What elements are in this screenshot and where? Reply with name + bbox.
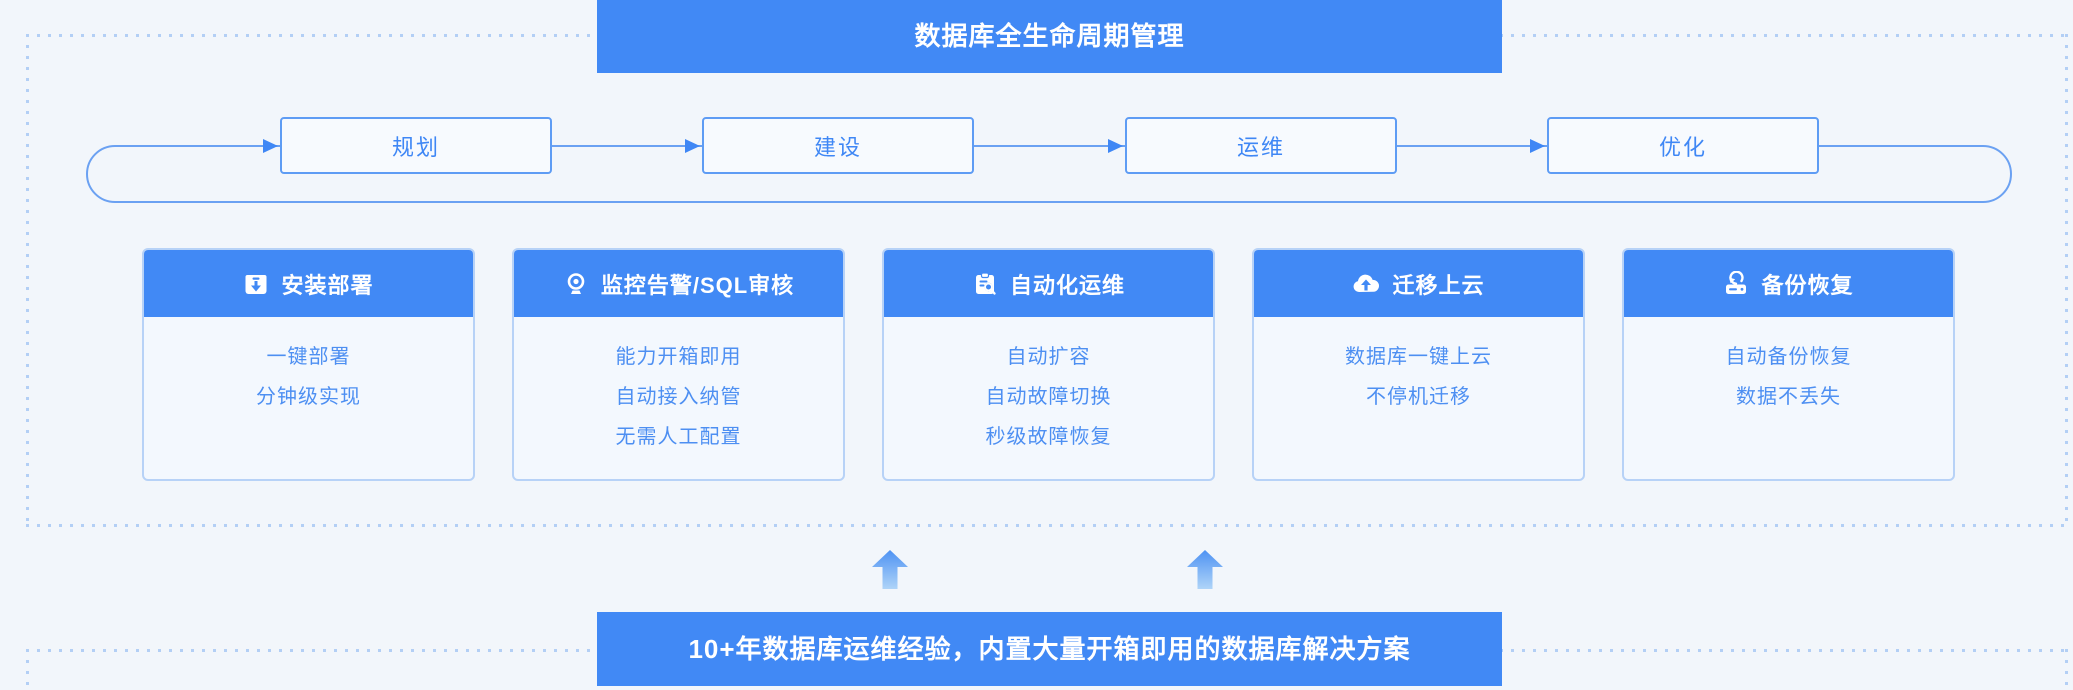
card-item: 自动备份恢复 [1725, 346, 1852, 368]
card-item: 自动故障切换 [985, 386, 1112, 408]
install-package-icon [243, 271, 269, 297]
monitor-camera-icon [563, 271, 589, 297]
up-arrow-icon [872, 550, 908, 594]
card-backup-restore-header: 备份恢复 [1624, 250, 1953, 317]
card-backup-restore-body: 自动备份恢复 数据不丢失 [1624, 317, 1953, 417]
flow-step-operations: 运维 [1125, 117, 1397, 174]
card-title: 自动化运维 [1009, 272, 1125, 298]
flow-arrowhead-4 [1530, 139, 1545, 153]
card-backup-restore: 备份恢复 自动备份恢复 数据不丢失 [1622, 248, 1955, 481]
backup-restore-icon [1723, 270, 1749, 297]
card-item: 不停机迁移 [1366, 386, 1471, 408]
dotted-border2-right [2065, 649, 2068, 690]
card-item: 秒级故障恢复 [985, 426, 1112, 448]
card-item: 无需人工配置 [615, 426, 742, 448]
card-monitoring-sql-review-body: 能力开箱即用 自动接入纳管 无需人工配置 [514, 317, 843, 457]
card-item: 数据库一键上云 [1345, 346, 1492, 368]
flow-arrowhead-1 [263, 139, 278, 153]
flow-step-optimization: 优化 [1547, 117, 1819, 174]
page-title: 数据库全生命周期管理 [597, 0, 1502, 73]
flow-step-planning: 规划 [280, 117, 552, 174]
card-title: 迁移上云 [1392, 272, 1485, 298]
dotted-border-bottom [26, 524, 2068, 527]
card-cloud-migration-body: 数据库一键上云 不停机迁移 [1254, 317, 1583, 417]
card-item: 自动扩容 [1006, 346, 1091, 368]
card-item: 数据不丢失 [1736, 386, 1841, 408]
experience-banner: 10+年数据库运维经验，内置大量开箱即用的数据库解决方案 [597, 612, 1502, 686]
card-title: 备份恢复 [1761, 272, 1854, 298]
card-cloud-migration-header: 迁移上云 [1254, 250, 1583, 317]
card-item: 一键部署 [266, 346, 351, 368]
card-monitoring-sql-review-header: 监控告警/SQL审核 [514, 250, 843, 317]
cloud-upload-icon [1352, 271, 1380, 297]
card-item: 自动接入纳管 [615, 386, 742, 408]
card-title: 监控告警/SQL审核 [600, 272, 795, 298]
clipboard-search-icon [972, 271, 998, 297]
card-install-deploy-header: 安装部署 [144, 250, 473, 317]
lifecycle-loop-line [86, 145, 2012, 203]
flow-arrowhead-2 [685, 139, 700, 153]
flow-arrowhead-3 [1108, 139, 1123, 153]
card-automated-operations-body: 自动扩容 自动故障切换 秒级故障恢复 [884, 317, 1213, 457]
card-install-deploy: 安装部署 一键部署 分钟级实现 [142, 248, 475, 481]
flow-step-construction: 建设 [702, 117, 974, 174]
up-arrow-icon [1187, 550, 1223, 594]
card-title: 安装部署 [281, 272, 374, 298]
card-monitoring-sql-review: 监控告警/SQL审核 能力开箱即用 自动接入纳管 无需人工配置 [512, 248, 845, 481]
dotted-border2-left [26, 649, 29, 690]
card-install-deploy-body: 一键部署 分钟级实现 [144, 317, 473, 417]
card-automated-operations: 自动化运维 自动扩容 自动故障切换 秒级故障恢复 [882, 248, 1215, 481]
dotted-border-right [2065, 34, 2068, 527]
card-cloud-migration: 迁移上云 数据库一键上云 不停机迁移 [1252, 248, 1585, 481]
card-item: 能力开箱即用 [615, 346, 742, 368]
dotted-border-left [26, 34, 29, 527]
card-automated-operations-header: 自动化运维 [884, 250, 1213, 317]
card-item: 分钟级实现 [256, 386, 361, 408]
